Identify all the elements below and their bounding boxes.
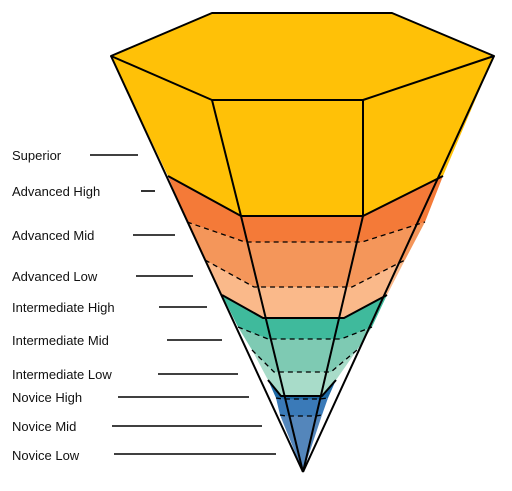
band-intermediate-high [222,295,387,339]
label-advanced-high: Advanced High [12,184,100,199]
band-novice-low [280,415,322,472]
right-outer-edge [302,55,495,473]
band-advanced-mid [187,222,425,287]
label-novice-high: Novice High [12,390,82,405]
band-advanced-high [168,176,443,242]
intermediate-top-edge [221,294,388,319]
left-outer-edge [110,55,304,473]
band-intermediate-mid [238,327,372,372]
superior-bottom-edge [167,175,444,217]
label-intermediate-high: Intermediate High [12,300,115,315]
label-intermediate-mid: Intermediate Mid [12,333,109,348]
label-advanced-mid: Advanced Mid [12,228,94,243]
label-novice-mid: Novice Mid [12,419,76,434]
band-superior-front [111,56,494,216]
divider-advanced-mid-low [204,259,406,288]
label-advanced-low: Advanced Low [12,269,98,284]
divider-novice-mid-low [279,414,323,417]
divider-novice-high-mid [275,397,329,400]
novice-top-edge [267,379,337,397]
band-superior-top [111,13,494,100]
divider-intermediate-high-mid [237,326,373,340]
label-intermediate-low: Intermediate Low [12,367,112,382]
label-novice-low: Novice Low [12,448,80,463]
divider-advanced-high-mid [186,221,426,243]
band-advanced-low [205,260,405,318]
label-superior: Superior [12,148,62,163]
